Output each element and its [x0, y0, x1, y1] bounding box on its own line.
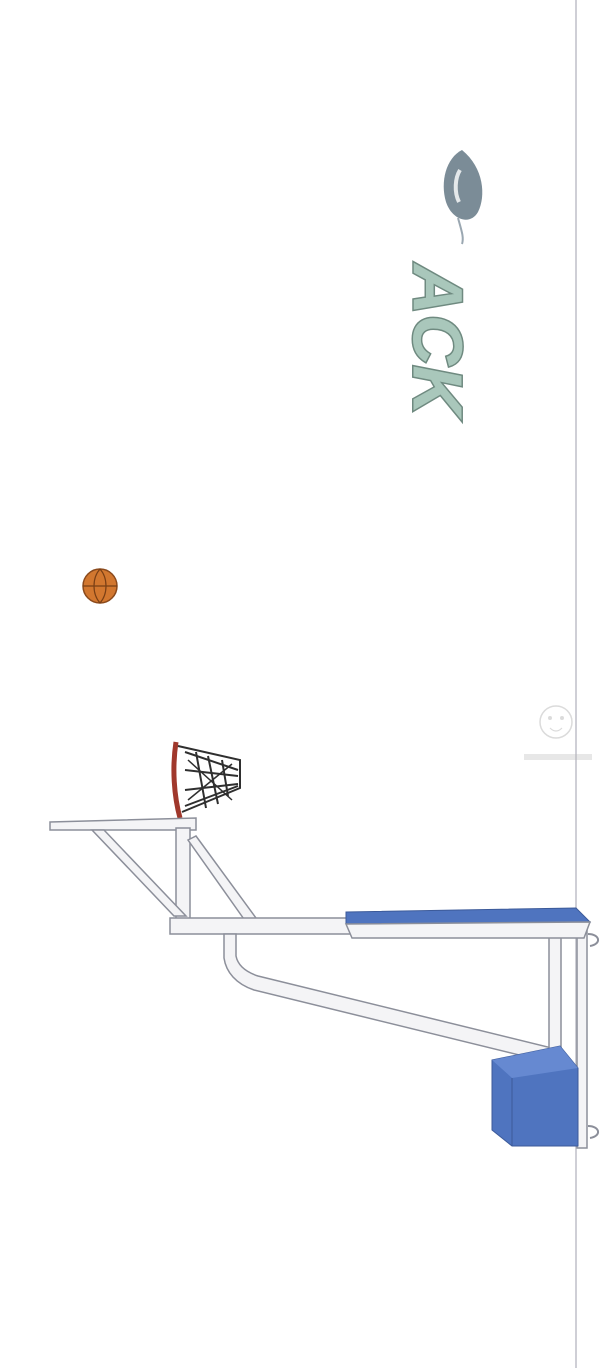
watermark-icon — [524, 705, 592, 760]
base-top-plate — [344, 907, 592, 939]
wall-bracket — [587, 933, 599, 1139]
basketball-icon — [82, 568, 118, 604]
basketball-hoop-icon — [171, 741, 241, 819]
sweat-drop-icon — [443, 150, 483, 245]
sfx-text: ACK — [399, 262, 477, 420]
counterweight-box — [491, 1045, 579, 1147]
sfx-text-group: ACK — [397, 261, 478, 422]
